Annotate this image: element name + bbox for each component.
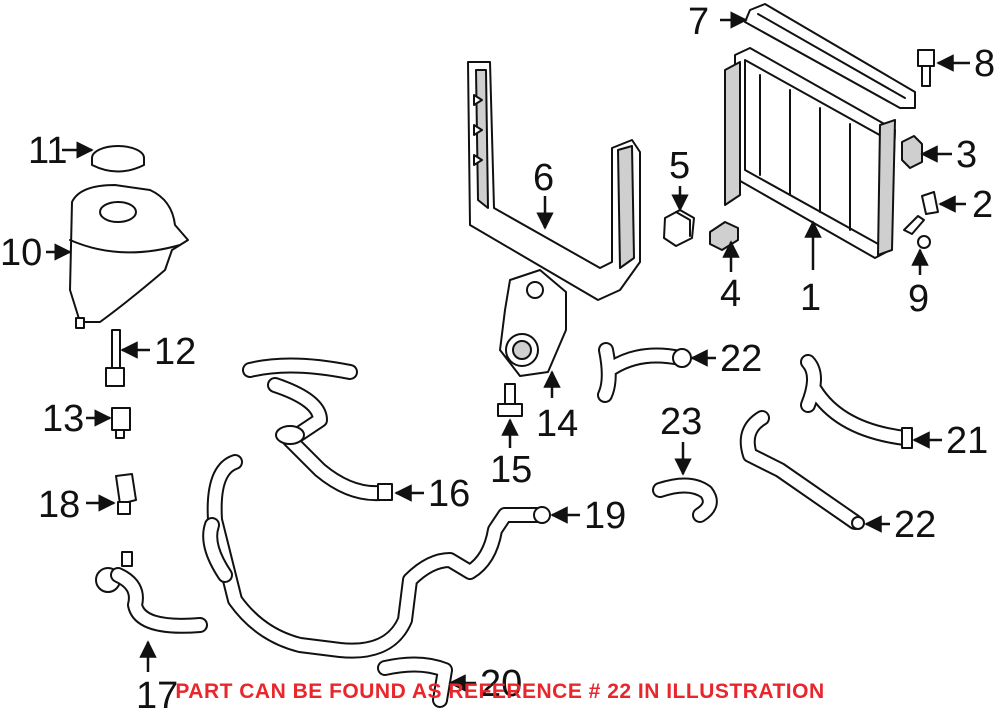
part-1-radiator	[724, 47, 896, 259]
callout-23: 23	[660, 401, 702, 443]
callout-20: 20	[480, 663, 522, 705]
part-22-hose-upper	[597, 342, 692, 403]
callout-4: 4	[720, 273, 741, 315]
part-22-hose-lower	[739, 410, 865, 530]
callout-12: 12	[154, 331, 196, 373]
part-5-clip	[663, 209, 695, 247]
part-19-hose	[202, 454, 551, 659]
callout-22a: 22	[720, 338, 762, 380]
callout-16: 16	[428, 473, 470, 515]
leader-lines	[46, 11, 970, 692]
callout-7: 7	[688, 1, 709, 43]
callout-8: 8	[974, 43, 995, 85]
callout-13: 13	[42, 398, 84, 440]
callout-11: 11	[28, 130, 67, 172]
callout-15: 15	[490, 449, 532, 491]
part-4-pad	[709, 221, 739, 251]
part-23-hose	[652, 477, 718, 523]
part-18-sensor	[115, 473, 137, 515]
callout-21: 21	[946, 420, 988, 462]
part-13-connector	[111, 407, 131, 439]
part-12-sensor	[105, 329, 125, 387]
part-20-hose	[377, 656, 453, 708]
callout-22b: 22	[894, 504, 936, 546]
part-21-hose	[800, 354, 913, 449]
callout-10: 10	[0, 232, 42, 274]
part-15-bolt	[497, 383, 523, 417]
part-14-thermostat	[499, 269, 567, 377]
callout-3: 3	[956, 134, 977, 176]
part-9-drain-plug	[903, 215, 931, 249]
callout-2: 2	[972, 184, 993, 226]
part-3-bracket	[901, 135, 923, 169]
callout-1: 1	[800, 277, 821, 319]
part-8-bolt	[917, 49, 935, 87]
callout-6: 6	[533, 157, 554, 199]
reference-note: PART CAN BE FOUND AS REFERENCE # 22 IN I…	[175, 680, 825, 703]
callout-18: 18	[38, 484, 80, 526]
callout-9: 9	[908, 278, 929, 320]
callout-5: 5	[669, 145, 690, 187]
callout-14: 14	[536, 403, 578, 445]
part-11-cap	[91, 145, 145, 173]
part-2-clip	[921, 191, 939, 215]
callout-17: 17	[136, 675, 178, 713]
part-10-expansion-tank	[69, 184, 189, 329]
callout-19: 19	[584, 495, 626, 537]
part-16-hose	[242, 357, 393, 502]
part-6-frame	[467, 61, 641, 301]
part-17-hose	[95, 551, 208, 634]
